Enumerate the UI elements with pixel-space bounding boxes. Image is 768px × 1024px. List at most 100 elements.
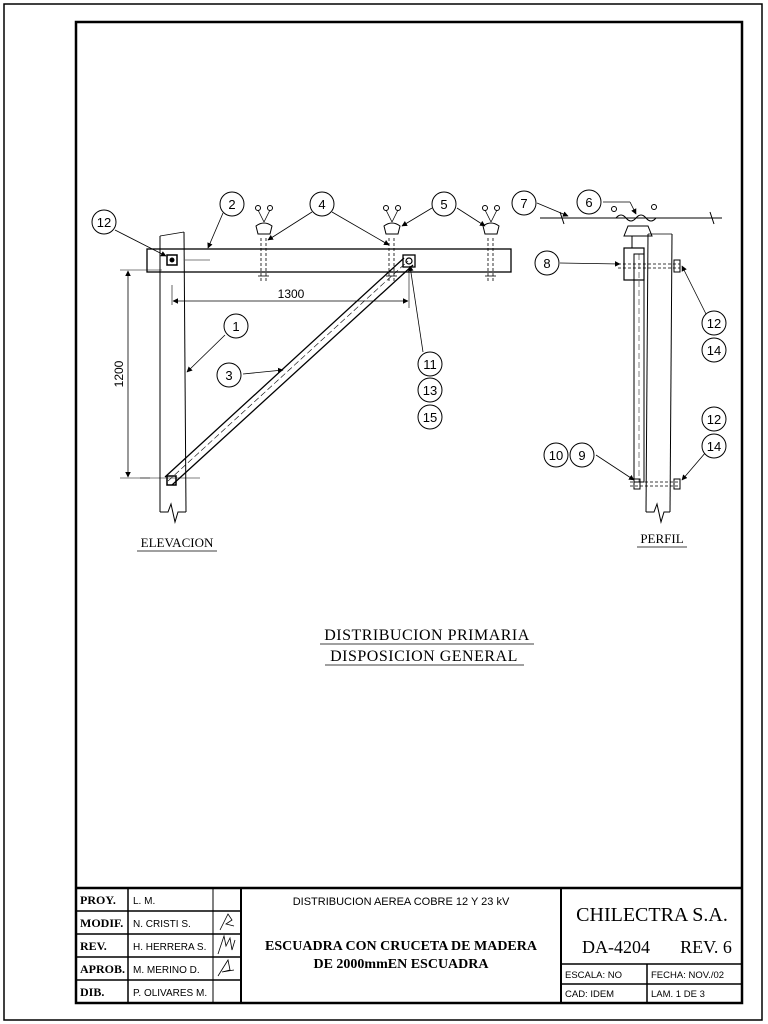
nut-top <box>673 259 681 273</box>
tie-loop-left <box>611 206 617 212</box>
leader-4a <box>267 211 313 241</box>
leader-12-top <box>681 265 707 315</box>
callout-14-profile-bottom: 14 <box>701 433 727 459</box>
callout-4: 4 <box>309 191 335 217</box>
svg-text:6: 6 <box>585 195 592 210</box>
elevation-pole-right-edge <box>183 231 187 513</box>
name-dib: P. OLIVARES M. <box>133 988 207 999</box>
insulator-1 <box>255 205 273 282</box>
leader-4b <box>331 211 390 246</box>
svg-text:12: 12 <box>707 316 721 331</box>
leader-6 <box>629 201 637 215</box>
role-aprob: APROB. <box>80 962 125 976</box>
profile-insulator <box>623 225 653 237</box>
bolt-dot-12 <box>169 257 175 263</box>
leader-11 <box>407 265 424 353</box>
leader-7 <box>536 202 569 217</box>
svg-text:7: 7 <box>520 196 527 211</box>
callout-10: 10 <box>543 442 569 468</box>
nut-bottom <box>673 478 681 490</box>
leader-5a <box>401 207 433 227</box>
callout-12-profile-top: 12 <box>701 310 727 336</box>
dimension-1200-text: 1200 <box>112 360 126 387</box>
date-field: FECHA: NOV./02 <box>651 970 724 981</box>
drawing-subtitle: DISTRIBUCION AEREA COBRE 12 Y 23 kV <box>293 896 510 908</box>
elevation-view <box>114 205 512 524</box>
brace-top-bolt <box>402 254 416 268</box>
svg-text:15: 15 <box>423 410 437 425</box>
dimension-1300-text: 1300 <box>278 287 305 301</box>
svg-text:14: 14 <box>707 439 721 454</box>
elevation-crossarm <box>146 248 512 273</box>
svg-text:12: 12 <box>97 215 111 230</box>
name-aprob: M. MERINO D. <box>133 965 200 976</box>
elevation-pole-top <box>159 231 185 237</box>
washer-bottom <box>633 478 641 490</box>
name-modif: N. CRISTI S. <box>133 919 191 930</box>
name-proy: L. M. <box>133 896 155 907</box>
leader-2 <box>207 212 224 249</box>
svg-text:12: 12 <box>707 412 721 427</box>
leader-1 <box>186 334 226 373</box>
tie-loop-right <box>651 204 657 210</box>
svg-text:3: 3 <box>225 368 232 383</box>
callout-9: 9 <box>569 442 595 468</box>
insulator-2 <box>383 205 401 282</box>
leader-5b <box>456 207 486 227</box>
svg-text:4: 4 <box>318 197 325 212</box>
svg-text:13: 13 <box>423 383 437 398</box>
profile-pole-break <box>646 502 670 524</box>
svg-text:2: 2 <box>228 197 235 212</box>
insulator-3 <box>482 205 500 282</box>
callout-8: 8 <box>534 250 560 276</box>
callout-15: 15 <box>417 404 443 430</box>
drawing-number: DA-4204 <box>582 937 650 957</box>
signature-rev <box>217 934 236 955</box>
callout-12-profile-bottom: 12 <box>701 406 727 432</box>
leader-12 <box>114 229 167 257</box>
callout-3: 3 <box>216 362 242 388</box>
svg-text:5: 5 <box>440 197 447 212</box>
signatures <box>217 913 236 977</box>
callout-7: 7 <box>511 190 537 216</box>
svg-text:11: 11 <box>423 357 437 372</box>
signature-aprob <box>217 958 235 977</box>
callout-11: 11 <box>417 351 443 377</box>
bolt-square-12 <box>166 254 178 266</box>
role-rev: REV. <box>80 939 107 953</box>
callout-1: 1 <box>223 313 249 339</box>
leader-3 <box>242 367 284 375</box>
svg-text:1: 1 <box>232 319 239 334</box>
profile-view <box>536 201 722 524</box>
tie-wire <box>615 214 657 222</box>
profile-label: PERFIL <box>640 531 683 546</box>
elevation-pole-break <box>160 502 186 524</box>
profile-pole-right-edge <box>669 233 673 513</box>
role-dib: DIB. <box>80 985 104 999</box>
elevation-label: ELEVACION <box>141 535 214 550</box>
leader-9 <box>595 454 635 481</box>
brace-edge-1 <box>164 257 405 478</box>
drawing-title-line-1: ESCUADRA CON CRUCETA DE MADERA <box>265 939 538 954</box>
outer-sheet-border <box>3 3 763 1021</box>
title-block-text: PROY. L. M. MODIF. N. CRISTI S. REV. H. … <box>80 893 732 1000</box>
callout-5: 5 <box>431 191 457 217</box>
leader-8 <box>559 261 621 267</box>
drawing-title-line-2: DE 2000mmEN ESCUADRA <box>313 957 489 972</box>
role-proy: PROY. <box>80 893 116 907</box>
callout-14-profile-top: 14 <box>701 337 727 363</box>
brace-top-bolt-circle <box>405 257 413 265</box>
leader-14-bottom <box>681 451 707 481</box>
heading-line-2: DISPOSICION GENERAL <box>330 648 518 665</box>
heading-line-1: DISTRIBUCION PRIMARIA <box>324 627 530 644</box>
role-modif: MODIF. <box>80 916 123 930</box>
profile-pole-left-edge <box>645 233 649 513</box>
revision-number: REV. 6 <box>680 937 732 957</box>
sheet-field: LAM. 1 DE 3 <box>651 989 705 1000</box>
callout-6: 6 <box>576 189 602 215</box>
callout-13: 13 <box>417 377 443 403</box>
svg-text:8: 8 <box>543 256 550 271</box>
svg-text:9: 9 <box>578 448 585 463</box>
name-rev: H. HERRERA S. <box>133 942 206 953</box>
signature-modif <box>219 913 235 931</box>
